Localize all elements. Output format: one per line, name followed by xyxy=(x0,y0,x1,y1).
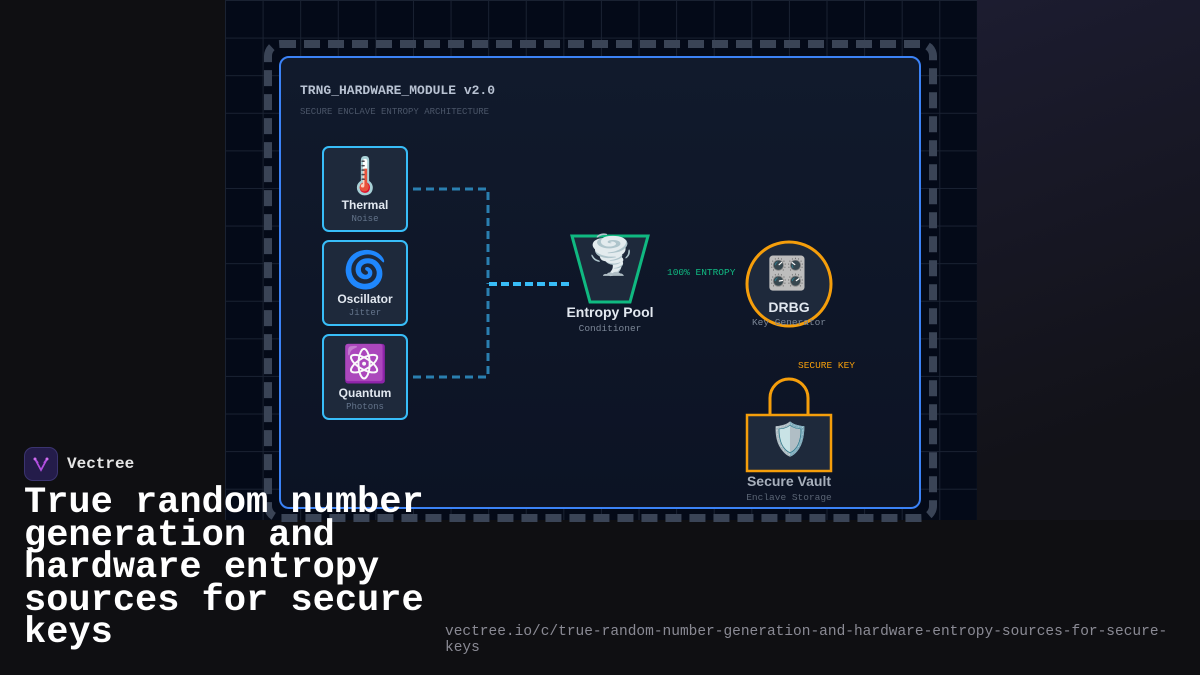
vault-title: Secure Vault xyxy=(746,473,832,489)
atom-icon: ⚛️ xyxy=(342,343,388,384)
drbg-label: DRBG Key Generator xyxy=(709,299,869,328)
diagram-subtitle: SECURE ENCLAVE ENTROPY ARCHITECTURE xyxy=(300,107,490,117)
drbg-shape xyxy=(745,240,833,328)
vectree-logo-icon xyxy=(24,447,58,481)
vault-label: Secure Vault Enclave Storage xyxy=(709,473,869,503)
connector-quantum xyxy=(413,284,490,379)
drbg-title: DRBG xyxy=(768,299,810,315)
source-thermal: 🌡️ Thermal Noise xyxy=(322,146,408,232)
source-label: Oscillator xyxy=(337,292,393,306)
drbg-subtitle: Key Generator xyxy=(751,317,827,328)
page-url[interactable]: vectree.io/c/true-random-number-generati… xyxy=(445,624,1168,656)
source-oscillator: 🌀 Oscillator Jitter xyxy=(322,240,408,326)
edge-label-secure-key: SECURE KEY xyxy=(798,360,856,371)
connector-thermal xyxy=(413,187,490,284)
brand-name: Vectree xyxy=(67,455,135,473)
tornado-icon: 🌪️ xyxy=(587,235,635,277)
source-sublabel: Noise xyxy=(351,214,379,224)
brand: Vectree xyxy=(24,447,134,481)
shield-icon: 🛡️ xyxy=(770,421,810,457)
spiral-icon: 🌀 xyxy=(342,249,388,290)
headline: True random number generation and hardwa… xyxy=(24,482,424,654)
connectors xyxy=(413,187,833,473)
diagram-title: TRNG_HARDWARE_MODULE v2.0 xyxy=(300,83,496,98)
module-panel: TRNG_HARDWARE_MODULE v2.0 SECURE ENCLAVE… xyxy=(279,56,921,509)
source-label: Thermal xyxy=(341,198,389,212)
vault-subtitle: Enclave Storage xyxy=(746,492,832,503)
pool-subtitle: Conditioner xyxy=(578,323,642,334)
source-quantum: ⚛️ Quantum Photons xyxy=(322,334,408,420)
pool-title: Entropy Pool xyxy=(566,304,654,320)
thermometer-icon: 🌡️ xyxy=(342,155,388,196)
control-knobs-icon: 🎛️ xyxy=(767,255,807,291)
entropy-pool-label: Entropy Pool Conditioner xyxy=(530,304,690,334)
source-label: Quantum xyxy=(338,386,392,400)
vault-shackle xyxy=(768,377,810,415)
vault-body xyxy=(745,413,833,473)
edge-label-entropy: 100% ENTROPY xyxy=(667,267,736,278)
entropy-pool-shape xyxy=(570,234,650,304)
source-sublabel: Jitter xyxy=(348,308,382,318)
background-gradient xyxy=(975,0,1200,520)
chip-dashed-frame xyxy=(264,40,937,522)
source-sublabel: Photons xyxy=(346,402,384,412)
